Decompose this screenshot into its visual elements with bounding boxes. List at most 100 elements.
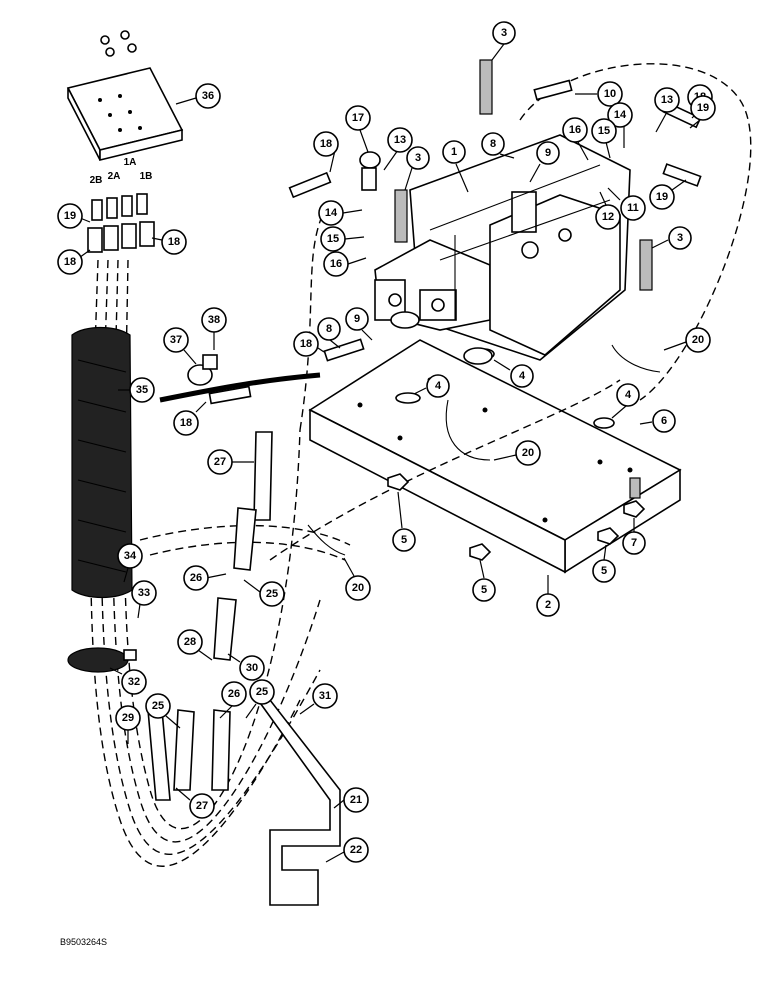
callout-20: 20: [343, 557, 371, 601]
callout-19: 19: [649, 179, 687, 210]
hose-clamp: [67, 647, 137, 673]
callout-4: 4: [413, 374, 450, 398]
callout-34: 34: [117, 543, 143, 583]
svg-text:27: 27: [214, 456, 226, 468]
svg-text:20: 20: [692, 334, 704, 346]
callout-13: 13: [654, 87, 680, 133]
callout-20: 20: [663, 327, 711, 353]
callout-6: 6: [639, 409, 676, 433]
svg-text:3: 3: [501, 27, 507, 39]
svg-text:32: 32: [128, 676, 140, 688]
callout-1: 1: [442, 140, 469, 193]
svg-text:1: 1: [451, 146, 457, 158]
svg-text:14: 14: [325, 207, 338, 219]
callout-19: 19: [57, 203, 91, 229]
svg-text:4: 4: [435, 380, 442, 392]
callout-21: 21: [333, 787, 369, 813]
callout-28: 28: [177, 629, 213, 661]
svg-text:27: 27: [196, 800, 208, 812]
port-label-2b: 2B: [90, 175, 103, 186]
svg-text:36: 36: [202, 90, 214, 102]
callout-14: 14: [607, 102, 633, 148]
svg-text:18: 18: [168, 236, 180, 248]
svg-text:22: 22: [350, 844, 362, 856]
callout-5: 5: [592, 544, 616, 583]
port-label-1a: 1A: [124, 157, 137, 168]
callout-38: 38: [201, 307, 227, 350]
svg-text:7: 7: [631, 537, 637, 549]
svg-text:25: 25: [266, 588, 278, 600]
svg-text:4: 4: [519, 370, 526, 382]
port-fittings: 2B 2A 1A 1B: [87, 157, 155, 253]
svg-text:18: 18: [300, 338, 312, 350]
callout-2: 2: [536, 575, 560, 617]
callout-35: 35: [118, 377, 155, 403]
svg-text:9: 9: [354, 313, 360, 325]
svg-text:25: 25: [152, 700, 164, 712]
callout-18: 18: [57, 249, 91, 275]
callout-3: 3: [651, 226, 692, 250]
callout-4: 4: [611, 383, 640, 419]
callout-4: 4: [493, 359, 534, 388]
svg-text:18: 18: [320, 138, 332, 150]
callout-15: 15: [591, 118, 617, 159]
svg-text:26: 26: [228, 688, 240, 700]
svg-text:20: 20: [352, 582, 364, 594]
svg-text:21: 21: [350, 794, 362, 806]
svg-text:28: 28: [184, 636, 196, 648]
callout-18: 18: [293, 331, 325, 357]
svg-text:3: 3: [677, 232, 683, 244]
callout-8: 8: [481, 132, 515, 159]
svg-text:20: 20: [522, 447, 534, 459]
callout-5: 5: [472, 559, 496, 602]
svg-text:31: 31: [319, 690, 331, 702]
svg-text:5: 5: [401, 534, 407, 546]
callout-16: 16: [562, 117, 589, 161]
svg-text:17: 17: [352, 112, 364, 124]
svg-text:5: 5: [481, 584, 487, 596]
svg-text:16: 16: [569, 124, 581, 136]
callout-11: 11: [607, 187, 646, 221]
callout-33: 33: [131, 580, 157, 619]
cover-plate: [66, 30, 184, 162]
svg-text:2: 2: [545, 599, 551, 611]
svg-text:38: 38: [208, 314, 220, 326]
callout-32: 32: [109, 667, 147, 695]
svg-text:3: 3: [415, 152, 421, 164]
callout-25: 25: [145, 693, 181, 729]
hydraulic-fittings: [159, 59, 702, 561]
callout-9: 9: [529, 141, 560, 183]
callouts: 1 2 3 3 3 4 4 4 5 5 5 6 7 8 8 9 9 10 11 …: [57, 21, 716, 863]
svg-text:4: 4: [625, 389, 632, 401]
callout-18: 18: [151, 229, 187, 255]
svg-text:16: 16: [330, 258, 342, 270]
svg-text:33: 33: [138, 587, 150, 599]
svg-text:14: 14: [614, 109, 627, 121]
callout-31: 31: [299, 683, 338, 715]
callout-18: 18: [313, 131, 339, 173]
svg-text:9: 9: [545, 147, 551, 159]
callout-22: 22: [325, 837, 369, 863]
callout-13: 13: [383, 127, 413, 171]
control-valve: [374, 134, 631, 361]
svg-text:35: 35: [136, 384, 148, 396]
hose-sleeve: [71, 326, 133, 599]
svg-text:18: 18: [64, 256, 76, 268]
callout-26: 26: [219, 681, 247, 719]
svg-text:8: 8: [490, 138, 496, 150]
callout-7: 7: [622, 518, 646, 555]
callout-27: 27: [207, 449, 254, 475]
callout-14: 14: [318, 200, 363, 226]
callout-17: 17: [345, 105, 371, 153]
svg-text:19: 19: [64, 210, 76, 222]
callout-3: 3: [491, 21, 516, 61]
mounting-plate: [308, 339, 682, 574]
callout-3: 3: [404, 146, 430, 191]
svg-text:25: 25: [256, 686, 268, 698]
svg-text:29: 29: [122, 712, 134, 724]
callout-25: 25: [245, 679, 275, 719]
svg-text:18: 18: [180, 417, 192, 429]
callout-18: 18: [173, 401, 207, 436]
svg-text:34: 34: [124, 550, 137, 562]
callout-9: 9: [345, 307, 373, 341]
